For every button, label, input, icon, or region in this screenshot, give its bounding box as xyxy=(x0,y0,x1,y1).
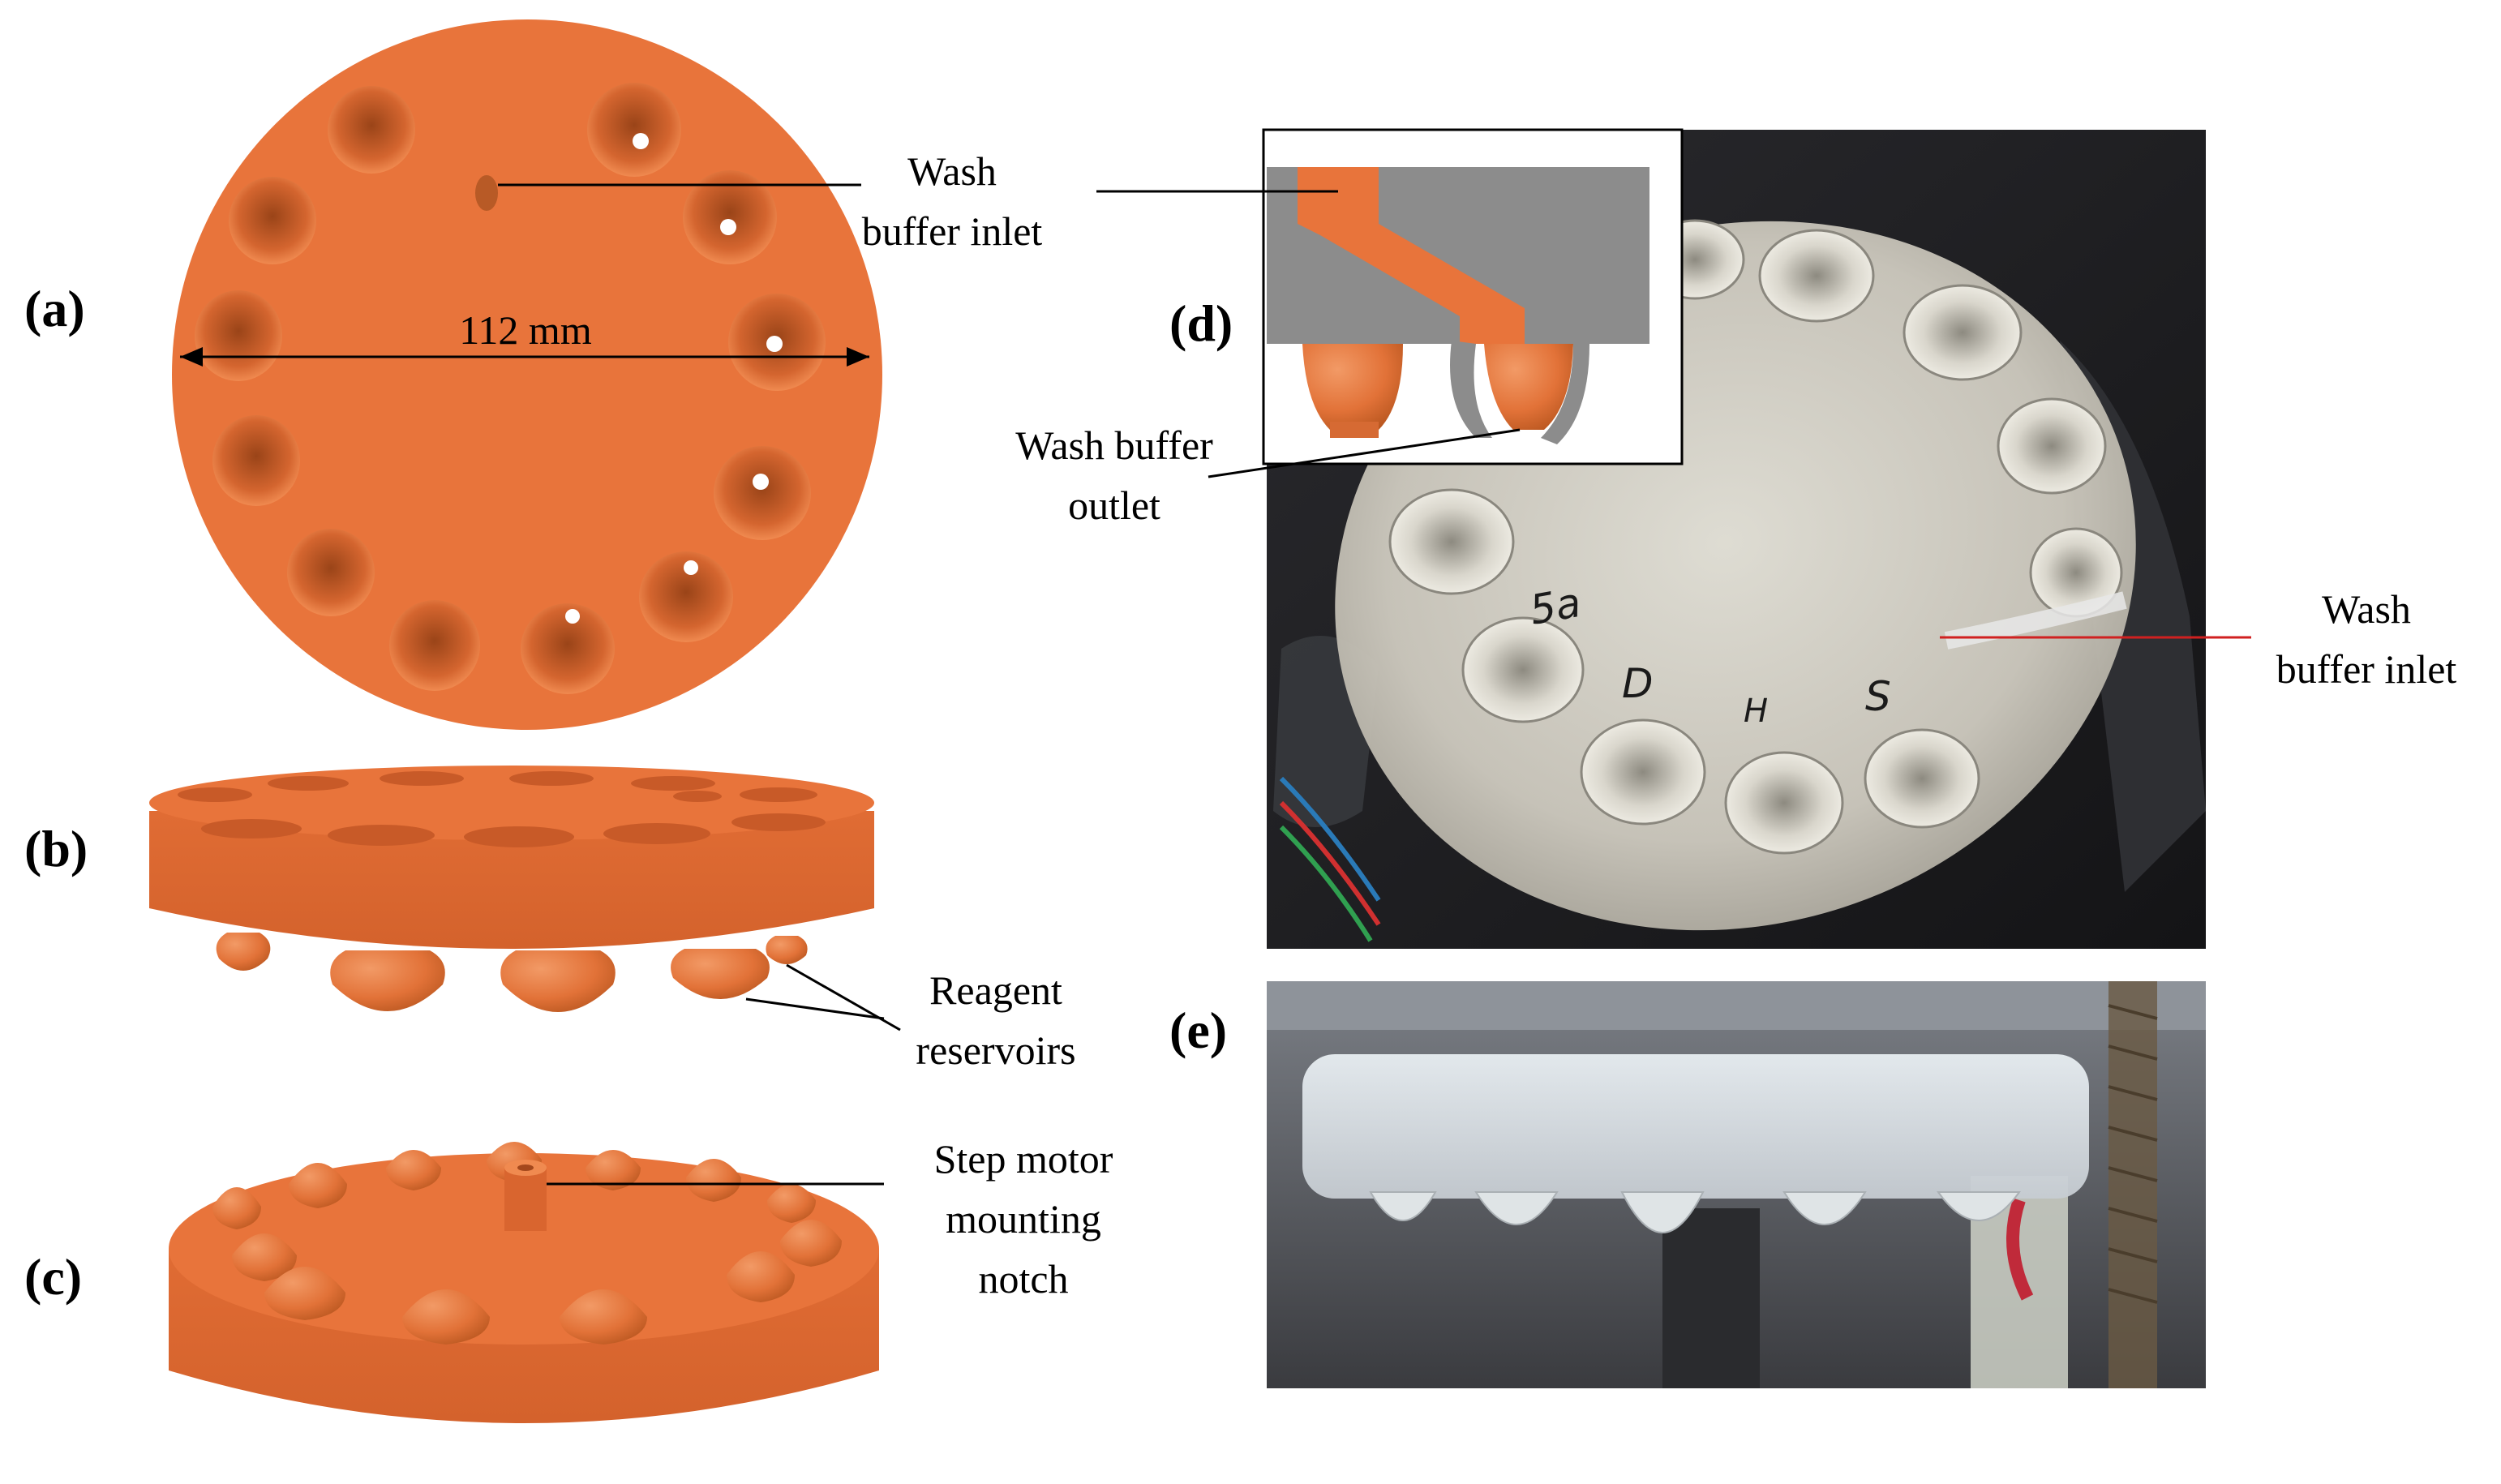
callout-motor-3: notch xyxy=(978,1256,1068,1302)
panel-label-d: (d) xyxy=(1169,294,1233,352)
callout-reagent-2: reservoirs xyxy=(916,1027,1075,1073)
svg-text:D: D xyxy=(1622,660,1654,707)
callout-wash-inlet-a-2: buffer inlet xyxy=(862,208,1043,254)
panel-label-b: (b) xyxy=(24,820,88,877)
panel-label-e: (e) xyxy=(1169,1001,1227,1059)
callout-wash-inlet-d-2: buffer inlet xyxy=(2276,646,2457,692)
svg-text:H: H xyxy=(1744,693,1768,730)
callout-wash-inlet-d-1: Wash xyxy=(2322,586,2411,632)
panel-b: Reagent reservoirs (b) xyxy=(24,766,1076,1073)
panel-label-a: (a) xyxy=(24,280,85,337)
callout-wash-inlet-a-1: Wash xyxy=(907,148,997,194)
red-fluid xyxy=(2006,1198,2034,1301)
clear-disk-side xyxy=(1302,1054,2089,1199)
svg-text:S: S xyxy=(1865,673,1891,720)
callout-wash-outlet-1: Wash buffer xyxy=(1015,422,1213,468)
svg-text:5a: 5a xyxy=(1526,579,1585,634)
disk-side-body xyxy=(149,811,874,949)
callout-motor-2: mounting xyxy=(946,1196,1101,1242)
reagent-reservoirs xyxy=(216,933,808,1012)
inset-cross-section xyxy=(1262,128,1684,465)
panel-c: Step motor mounting notch (c) xyxy=(24,1136,1113,1423)
callout-wash-outlet-2: outlet xyxy=(1068,483,1160,528)
reservoir-cones-bottom xyxy=(212,1142,842,1345)
mounting-notch xyxy=(504,1160,547,1231)
panel-label-c: (c) xyxy=(24,1248,82,1306)
reagent-wells-top xyxy=(195,83,826,694)
callout-motor-1: Step motor xyxy=(934,1136,1113,1182)
handwriting: 5a D H S xyxy=(1526,579,1891,730)
disk-bottom-face xyxy=(169,1153,879,1345)
panel-a: 112 mm Wash buffer inlet (a) xyxy=(24,19,1042,730)
panel-e: (e) xyxy=(1169,981,2206,1388)
callout-reagent-1: Reagent xyxy=(929,967,1062,1013)
clear-cones-e xyxy=(1369,1191,2021,1233)
dimension-label: 112 mm xyxy=(459,307,592,353)
panel-d: 5a D H S Wash buffer inlet Wash buffer o… xyxy=(1015,128,2457,949)
